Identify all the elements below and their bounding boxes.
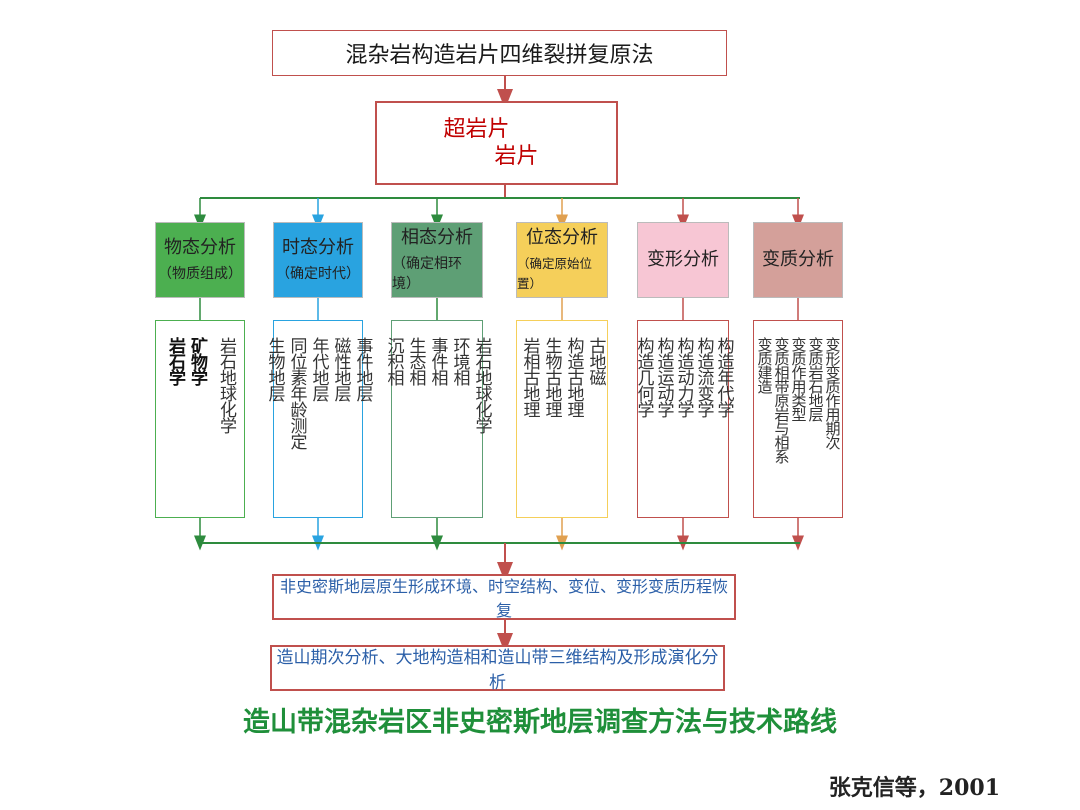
category-name: 时态分析 [282, 237, 354, 258]
detail-text: 古地磁 [585, 337, 606, 385]
slice-label: 岩片 [494, 144, 539, 169]
category-metamorphism-analysis: 变质分析 [753, 222, 843, 298]
detail-text: 构造几何学 [633, 337, 654, 417]
category-name: 位态分析 [526, 227, 598, 248]
detail-text: 岩石地球化学 [471, 337, 492, 433]
page-title: 造山带混杂岩区非史密斯地层调查方法与技术路线 [243, 707, 837, 738]
category-name: 物态分析 [164, 237, 236, 258]
method-title-box: 混杂岩构造岩片四维裂拼复原法 [272, 30, 727, 76]
detail-text: 构造运动学 [653, 337, 674, 417]
detail-text: 构造年代学 [713, 337, 734, 417]
detail-text: 磁性地层 [330, 337, 351, 401]
citation: 张克信等，2001 [828, 775, 1000, 801]
detail-column-metamorphism: 变质建造 变质相带原岩与相系 变质作用类型 变质岩石地层 变形变质作用期次 [753, 320, 843, 518]
detail-text: 岩石学 [165, 337, 185, 385]
detail-text: 变形变质作用期次 [823, 337, 842, 449]
detail-text: 事件相 [427, 337, 448, 385]
detail-text: 生物地层 [264, 337, 285, 401]
category-position-analysis: 位态分析 （确定原始位置） [516, 222, 608, 298]
detail-text: 事件地层 [352, 337, 373, 401]
detail-text: 岩相古地理 [519, 337, 540, 417]
detail-text: 沉积相 [383, 337, 404, 385]
super-slice-label: 超岩片 [443, 117, 510, 142]
result-analysis-box: 造山期次分析、大地构造相和造山带三维结构及形成演化分析 [270, 645, 725, 693]
detail-text: 岩石地球化学 [216, 337, 236, 433]
category-sub: （确定相环境） [392, 256, 462, 292]
detail-text: 生物古地理 [541, 337, 562, 417]
category-name: 变质分析 [762, 249, 834, 270]
detail-text: 生态相 [405, 337, 426, 385]
detail-text: 同位素年龄测定 [286, 337, 307, 449]
detail-column-position: 岩相古地理 生物古地理 构造古地理 古地磁 [516, 320, 608, 518]
super-slice-box: 超岩片 岩片 [375, 101, 618, 185]
detail-column-time: 生物地层 同位素年龄测定 年代地层 磁性地层 事件地层 [265, 320, 373, 518]
category-sub: （确定时代） [276, 266, 360, 282]
category-name: 相态分析 [401, 227, 473, 248]
detail-column-material: 岩石学 矿物学 岩石地球化学 [155, 320, 245, 518]
category-deformation-analysis: 变形分析 [637, 222, 729, 298]
category-name: 变形分析 [647, 249, 719, 270]
detail-text: 变质岩石地层 [806, 337, 825, 421]
detail-column-deformation: 构造几何学 构造运动学 构造动力学 构造流变学 构造年代学 [633, 320, 734, 518]
category-material-analysis: 物态分析 （物质组成） [155, 222, 245, 298]
detail-text: 环境相 [449, 337, 470, 385]
detail-text: 矿物学 [187, 337, 207, 385]
detail-text: 构造动力学 [673, 337, 694, 417]
category-sub: （确定原始位置） [517, 256, 593, 291]
detail-text: 变质相带原岩与相系 [772, 337, 791, 463]
detail-text: 构造古地理 [563, 337, 584, 417]
result-restoration-box: 非史密斯地层原生形成环境、时空结构、变位、变形变质历程恢复 [272, 574, 736, 620]
category-time-analysis: 时态分析 （确定时代） [273, 222, 363, 298]
detail-column-facies: 沉积相 生态相 事件相 环境相 岩石地球化学 [384, 320, 492, 518]
detail-text: 构造流变学 [693, 337, 714, 417]
detail-text: 变质作用类型 [789, 337, 808, 421]
detail-text: 变质建造 [755, 337, 774, 393]
detail-text: 年代地层 [308, 337, 329, 401]
category-facies-analysis: 相态分析 （确定相环境） [391, 222, 483, 298]
category-sub: （物质组成） [158, 266, 242, 282]
